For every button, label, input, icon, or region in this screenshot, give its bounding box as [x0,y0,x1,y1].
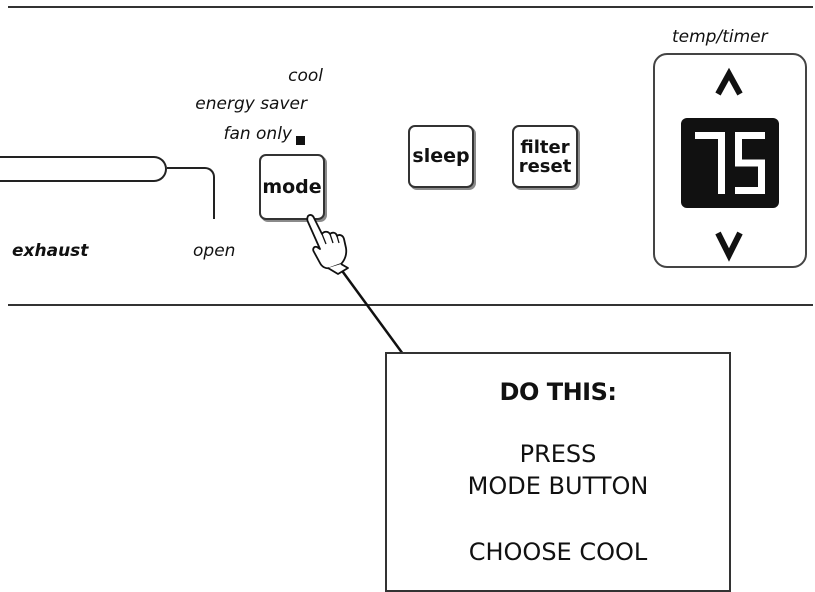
digit-1-segment-a [735,132,765,139]
control-panel [8,6,813,306]
pointing-hand-icon [300,212,356,280]
mode-option-cool: cool [288,66,323,86]
digit-0-segment-a [695,132,725,139]
filter-reset-line2: reset [518,155,572,177]
chevron-up-icon [715,67,743,96]
mode-button[interactable]: mode [259,154,325,220]
instruction-heading: DO THIS: [499,378,617,406]
instruction-line-3: CHOOSE COOL [468,538,648,566]
instruction-line-1: PRESS [519,440,597,468]
open-label: open [193,241,236,261]
digit-1-segment-c [758,163,765,194]
temp-down-button[interactable] [709,225,749,265]
exhaust-label: exhaust [12,241,89,261]
digit-1-segment-d [735,187,765,194]
temp-up-button[interactable] [709,60,749,104]
chevron-down-icon [715,231,743,262]
digit-1-segment-f [735,132,742,163]
exhaust-open-slider[interactable] [0,156,167,182]
temp-timer-label: temp/timer [672,27,768,47]
digit-0-segment-b [718,132,725,163]
mode-button-label: mode [262,175,322,198]
temp-display [681,118,779,208]
digit-1-segment-g [735,159,765,167]
slider-connector-line [167,167,215,219]
sleep-button-label: sleep [412,145,470,167]
seven-segment-digits [695,132,765,194]
filter-reset-line1: filter [520,136,570,158]
mode-option-energy-saver: energy saver [195,94,307,114]
instruction-line-2: MODE BUTTON [467,472,649,500]
mode-option-fan-only: fan only [223,124,292,144]
temp-timer-module [653,53,807,268]
digit-0-segment-c [718,163,725,194]
sleep-button[interactable]: sleep [408,125,474,188]
instruction-box: DO THIS: PRESS MODE BUTTON CHOOSE COOL [385,352,731,592]
mode-indicator-light [296,136,305,145]
